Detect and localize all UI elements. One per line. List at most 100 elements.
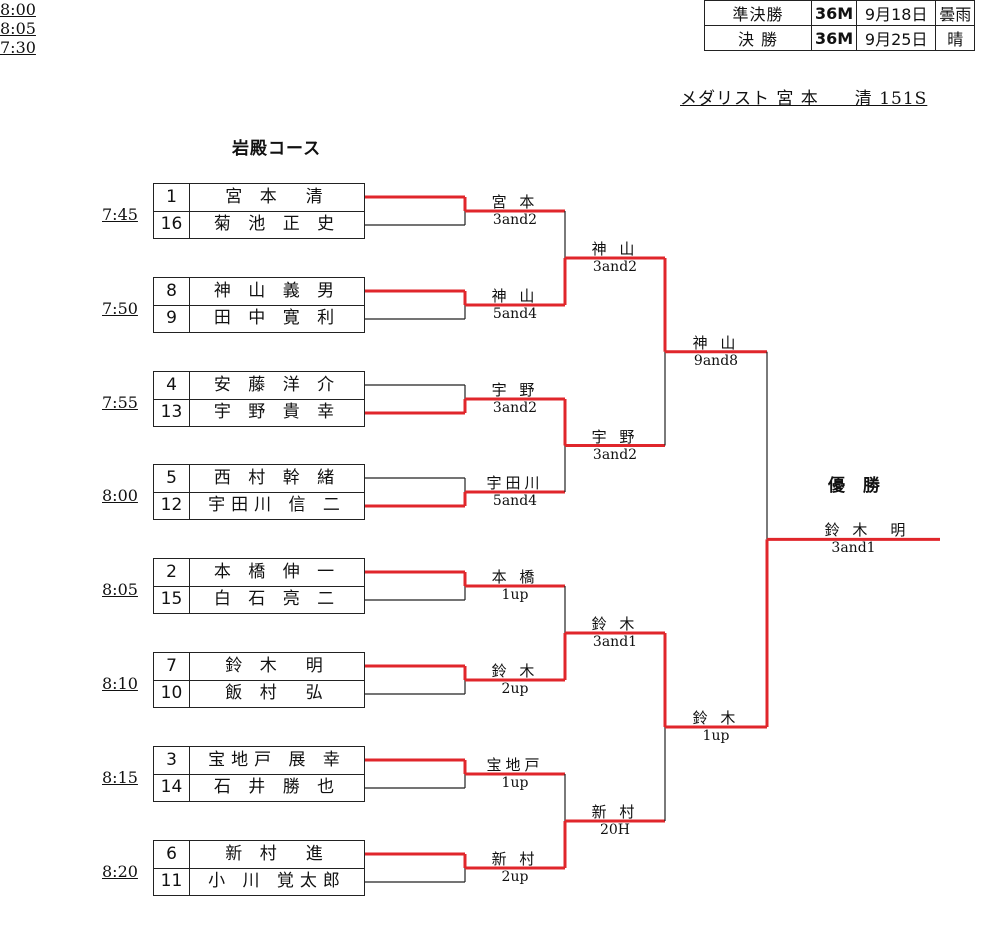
player-row: 15 白 石 亮 二	[154, 586, 364, 613]
quarterfinal-score: 3and2	[592, 446, 638, 463]
player-row: 16 菊 池 正 史	[154, 211, 364, 238]
medalist-label: メダリスト 宮 本 清 151S	[680, 89, 928, 109]
player-row: 2 本 橋 伸 一	[154, 559, 364, 587]
champion-score: 3and1	[831, 540, 876, 557]
player-name: 安 藤 洋 介	[213, 375, 341, 395]
quarterfinal-score: 3and1	[592, 634, 638, 650]
quarterfinal-winner: 宇 野	[591, 427, 639, 446]
player-seed: 6	[154, 841, 190, 868]
tee-time: 7:45	[102, 205, 138, 224]
round2-score: 2up	[501, 869, 529, 885]
player-name: 白 石 亮 二	[213, 589, 341, 609]
player-name: 小 川 覚太郎	[208, 871, 346, 891]
schedule-round: 準決勝	[704, 0, 812, 26]
round2-winner: 鈴 木	[491, 662, 539, 680]
round2-winner: 本 橋	[491, 568, 539, 586]
schedule-weather: 曇雨	[935, 0, 976, 26]
round2-score: 5and4	[492, 306, 538, 322]
player-seed: 15	[154, 586, 190, 613]
round2-score: 3and2	[492, 400, 538, 416]
player-row: 6 新 村 進	[154, 841, 364, 869]
player-seed: 4	[154, 372, 190, 399]
player-row: 8 神 山 義 男	[154, 278, 364, 306]
schedule-weather: 晴	[935, 25, 976, 51]
quarterfinal-score: 20H	[599, 822, 631, 838]
tee-time: 7:55	[102, 393, 138, 412]
schedule-distance: 36M	[810, 25, 858, 51]
player-name: 石 井 勝 也	[213, 777, 341, 797]
tee-time: 8:00	[102, 486, 138, 505]
tee-time: 8:05	[102, 580, 138, 599]
semifinal-start-time: 8:05	[0, 19, 36, 38]
player-name: 神 山 義 男	[213, 281, 341, 301]
player-row: 11 小 川 覚太郎	[154, 868, 364, 895]
player-seed: 9	[154, 305, 190, 332]
round2-score: 1up	[501, 775, 529, 791]
player-seed: 14	[154, 774, 190, 801]
round2-winner: 神 山	[491, 287, 539, 305]
schedule-table: 準決勝 36M 9月18日 曇雨 決 勝 36M 9月25日 晴	[704, 0, 976, 51]
player-row: 12 宇田川 信 二	[154, 492, 364, 519]
player-name: 宇田川 信 二	[208, 495, 346, 515]
player-seed: 16	[154, 211, 190, 238]
round2-score: 5and4	[492, 493, 538, 509]
round2-winner: 宇田川	[486, 474, 544, 492]
player-name: 菊 池 正 史	[213, 214, 341, 234]
player-name: 本 橋 伸 一	[213, 562, 341, 582]
player-name: 宮 本 清	[225, 187, 329, 207]
round2-winner: 宇 野	[491, 381, 539, 399]
quarterfinal-winner: 鈴 木	[591, 615, 639, 633]
player-seed: 2	[154, 559, 190, 586]
semifinal-winner: 神 山	[692, 333, 740, 352]
player-seed: 11	[154, 868, 190, 895]
player-seed: 10	[154, 680, 190, 707]
quarterfinal-winner: 新 村	[591, 803, 639, 821]
tee-time: 8:20	[102, 862, 138, 881]
round2-score: 3and2	[492, 212, 538, 228]
quarterfinal-winner: 神 山	[591, 240, 639, 258]
champion-name: 鈴 木 明	[824, 521, 910, 540]
player-seed: 3	[154, 747, 190, 774]
course-title: 岩殿コース	[232, 139, 322, 159]
player-seed: 5	[154, 465, 190, 492]
player-seed: 13	[154, 399, 190, 426]
player-seed: 8	[154, 278, 190, 305]
semifinal-start-time: 8:00	[0, 0, 36, 19]
schedule-distance: 36M	[810, 0, 858, 26]
schedule-row-final: 決 勝 36M 9月25日 晴	[704, 25, 976, 51]
round2-score: 2up	[501, 681, 529, 697]
player-row: 4 安 藤 洋 介	[154, 372, 364, 400]
round2-winner: 宮 本	[491, 193, 539, 211]
semifinal-score: 1up	[702, 728, 730, 744]
champion-label: 優 勝	[828, 476, 886, 496]
player-name: 新 村 進	[225, 844, 329, 864]
round2-winner: 宝地戸	[486, 756, 544, 774]
schedule-date: 9月25日	[856, 25, 937, 51]
semifinal-winner: 鈴 木	[692, 709, 740, 727]
tee-time: 7:50	[102, 299, 138, 318]
player-pair-box: 6 新 村 進 11 小 川 覚太郎	[153, 840, 365, 896]
quarterfinal-score: 3and2	[592, 259, 638, 275]
schedule-row-semifinal: 準決勝 36M 9月18日 曇雨	[704, 0, 976, 26]
round2-winner: 新 村	[491, 850, 539, 868]
player-name: 鈴 木 明	[225, 656, 329, 676]
semifinal-score: 9and8	[693, 352, 739, 369]
tee-time: 8:10	[102, 674, 138, 693]
player-row: 14 石 井 勝 也	[154, 774, 364, 801]
player-seed: 12	[154, 492, 190, 519]
